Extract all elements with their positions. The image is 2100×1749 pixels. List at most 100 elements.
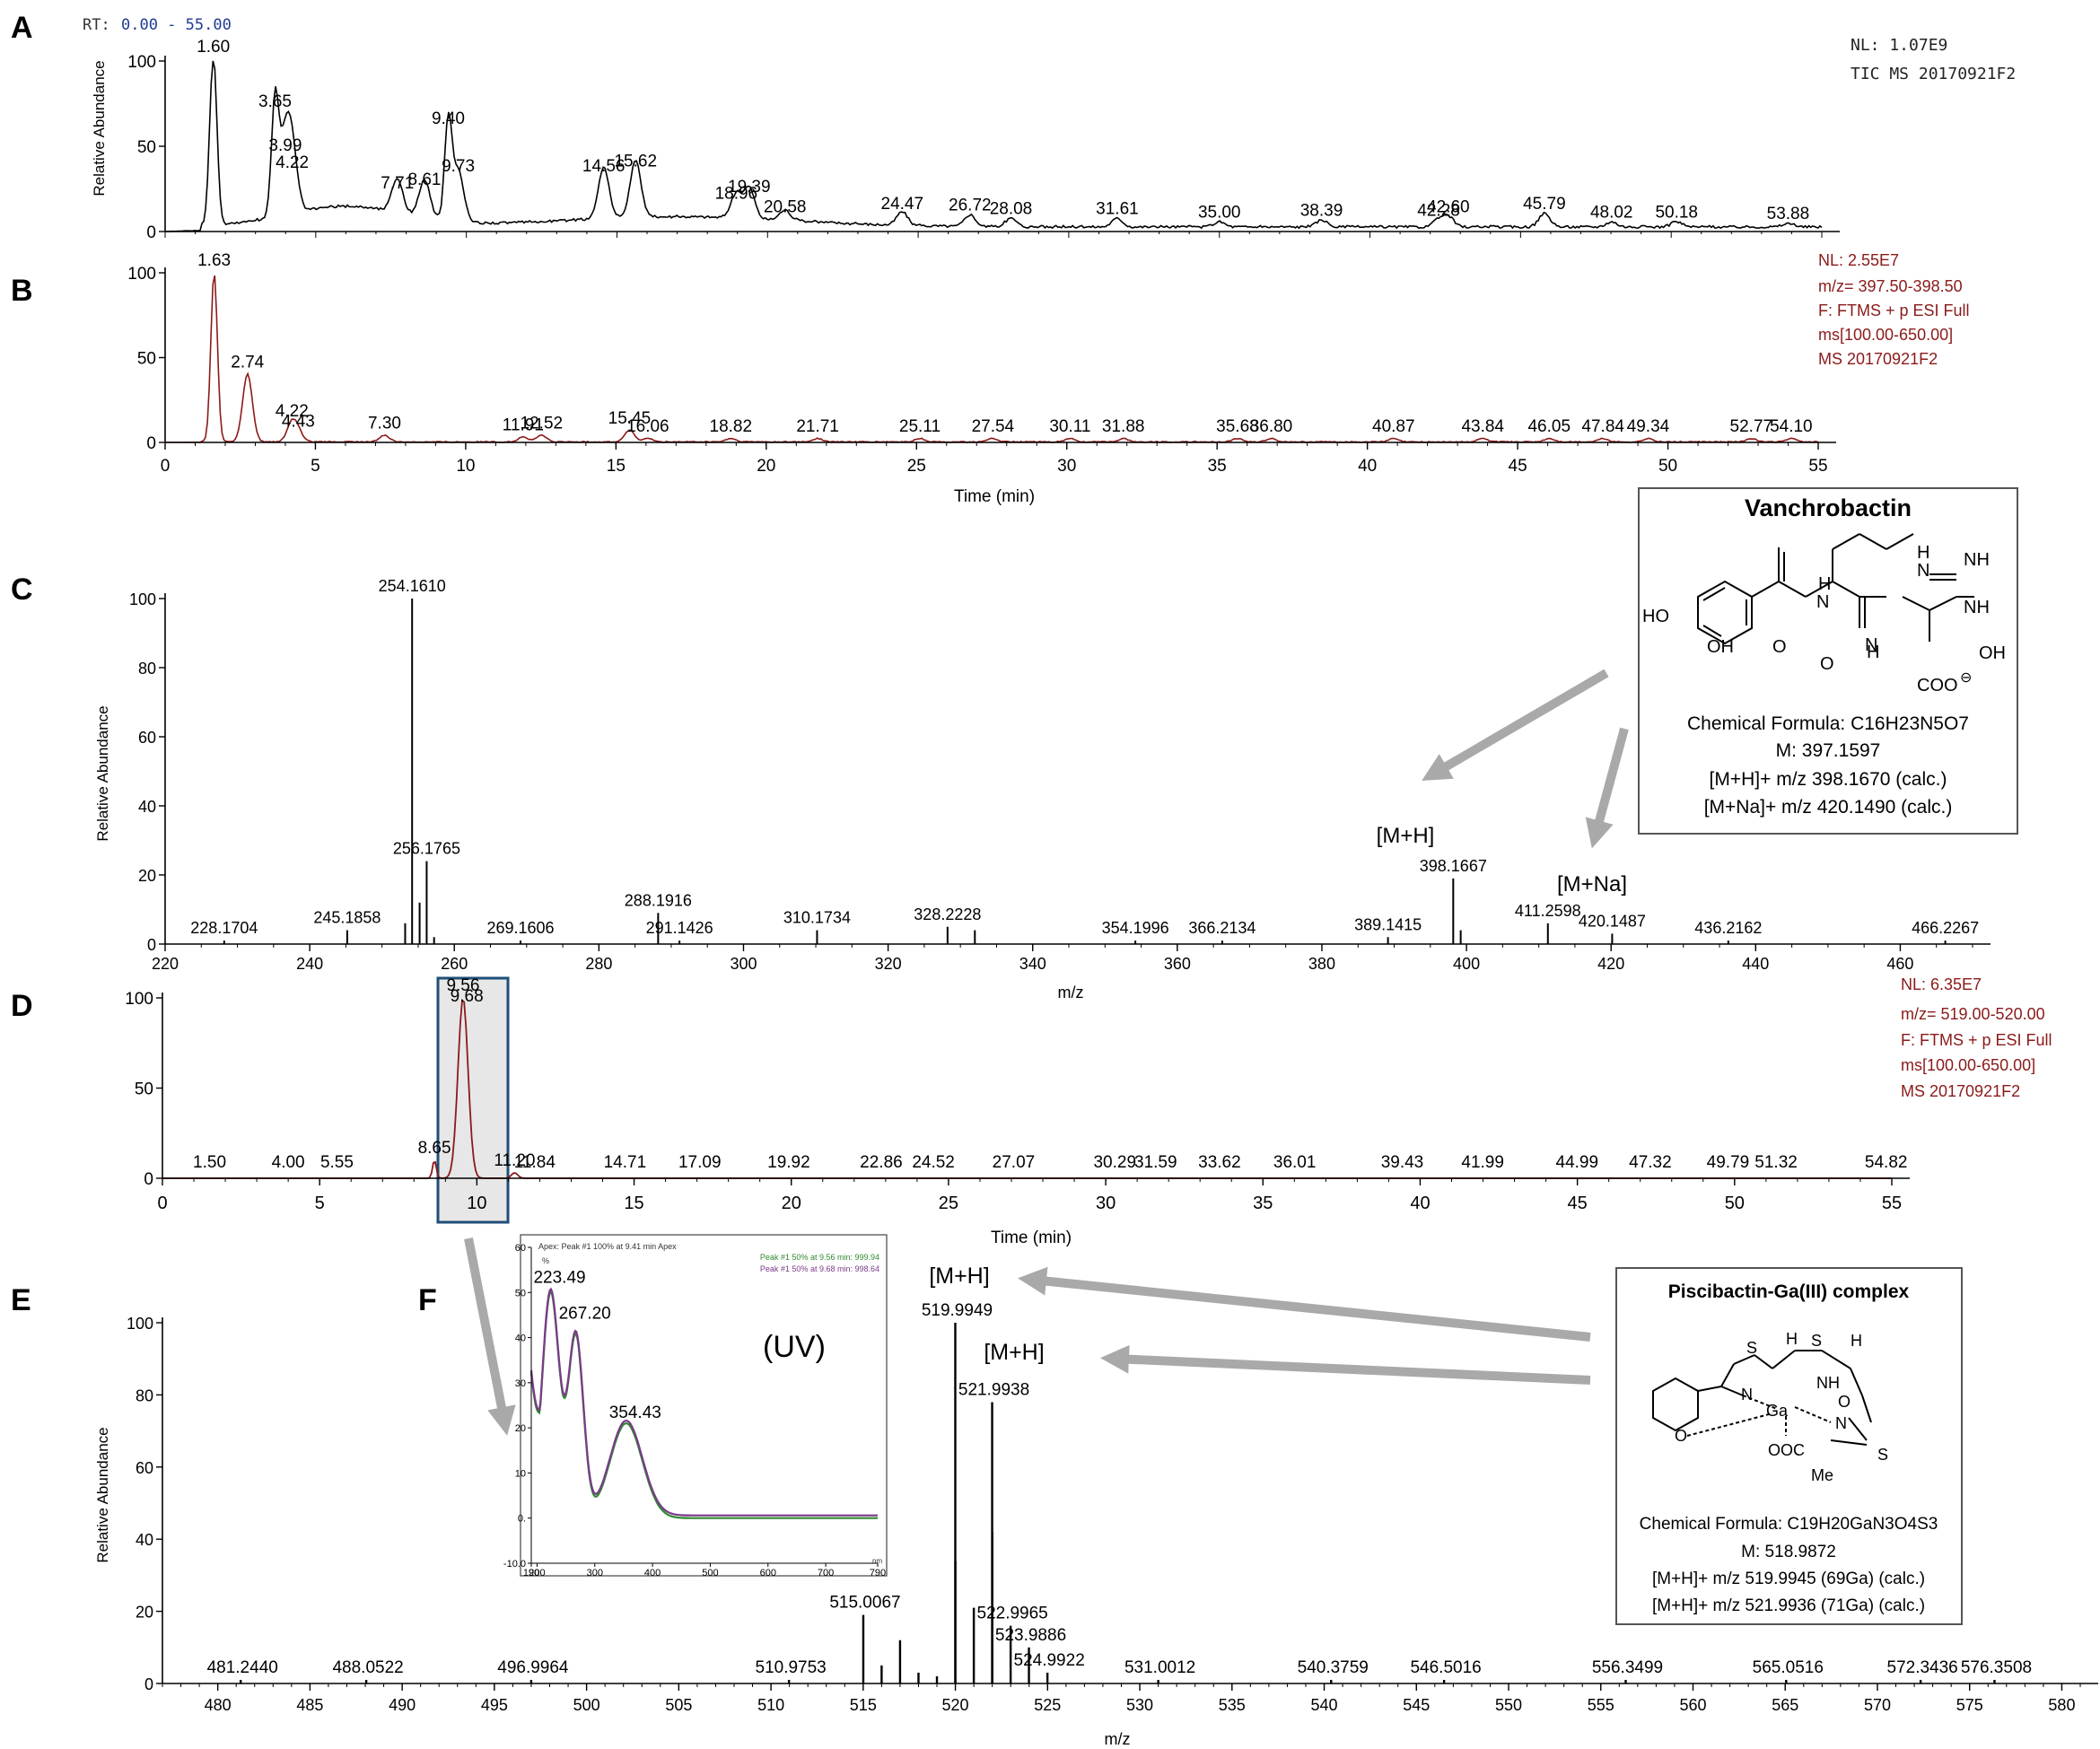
peak-label: 50.18: [1655, 203, 1698, 222]
x-tick-label: 45: [1509, 457, 1527, 476]
mh-annotation-c: [M+H]: [1377, 824, 1435, 848]
uv-y-tick-label: -10.0: [503, 1559, 526, 1570]
peak-label: 46.05: [1527, 417, 1571, 436]
x-tick-label: 20: [782, 1194, 801, 1213]
peak-label: 51.32: [1754, 1153, 1798, 1172]
peak-label: 24.52: [912, 1153, 955, 1172]
peak-label: 22.86: [860, 1153, 903, 1172]
vanchrobactin-box: [1638, 487, 2018, 835]
arrow-to-mh-c: [1422, 669, 1609, 782]
peak-label: 18.96: [715, 184, 758, 203]
atom-label: O: [1838, 1393, 1851, 1411]
x-tick-label: 0: [161, 457, 171, 476]
mna-annotation-c: [M+Na]: [1557, 872, 1627, 896]
vanchrobactin-formula: Chemical Formula: C16H23N5O7: [1687, 713, 1969, 734]
panel-letter-b: B: [11, 274, 33, 308]
x-tick-label: 320: [875, 955, 902, 973]
x-tick-label: 5: [315, 1194, 325, 1213]
uv-legend-2: Peak #1 50% at 9.68 min: 998.64: [760, 1264, 879, 1273]
atom-label: N: [1835, 1414, 1847, 1432]
peak-label: 28.08: [990, 200, 1033, 219]
peak-label: 522.9965: [977, 1605, 1048, 1623]
piscibactin-formula: Chemical Formula: C19H20GaN3O4S3: [1640, 1515, 1938, 1534]
x-tick-label: 440: [1742, 955, 1769, 973]
peak-label: 9.68: [451, 987, 484, 1006]
peak-label: 36.80: [1250, 417, 1293, 436]
x-tick-label: 495: [481, 1696, 508, 1714]
peak-label: 30.29: [1093, 1153, 1136, 1172]
panel-d-info-line: NL: 6.35E7: [1901, 975, 1982, 993]
atom-label: O: [1772, 637, 1787, 657]
panel-letter-a: A: [11, 11, 33, 45]
peak-label: 43.84: [1461, 417, 1504, 436]
peak-label: 44.99: [1556, 1153, 1599, 1172]
x-tick-label: 10: [467, 1194, 486, 1213]
rt-label: RT:: [83, 16, 110, 34]
x-tick-label: 530: [1126, 1696, 1153, 1714]
y-tick-label: 50: [137, 138, 156, 157]
x-tick-label: 575: [1956, 1696, 1983, 1714]
x-tick-label: 40: [1410, 1194, 1430, 1213]
x-tick-label: 340: [1019, 955, 1046, 973]
peak-label: 3.99: [268, 136, 302, 155]
peak-label: 36.01: [1273, 1153, 1317, 1172]
uv-x-tick-label: 190: [523, 1568, 539, 1578]
uv-peak-label: 223.49: [533, 1268, 585, 1287]
y-tick-label: 40: [138, 798, 156, 816]
peak-label: 12.52: [521, 414, 564, 433]
uv-peak-label: 267.20: [559, 1304, 611, 1323]
peak-label: 245.1858: [313, 909, 381, 927]
peak-label: 42.28: [1417, 201, 1460, 220]
peak-label: 27.54: [972, 417, 1015, 436]
x-tick-label: 30: [1057, 457, 1076, 476]
atom-label: Ga: [1766, 1402, 1789, 1420]
peak-label: 8.65: [418, 1139, 451, 1158]
x-tick-label: 0: [157, 1194, 167, 1213]
uv-y-tick-label: 60: [515, 1243, 526, 1254]
x-tick-label: 500: [573, 1696, 600, 1714]
x-tick-label: 300: [730, 955, 757, 973]
peak-label: 48.02: [1590, 203, 1633, 222]
peak-label: 521.9938: [958, 1380, 1029, 1399]
panel-b-info-line: m/z= 397.50-398.50: [1818, 277, 1963, 295]
mh-annotation-e1: [M+H]: [929, 1264, 989, 1289]
x-tick-label: 515: [850, 1696, 877, 1714]
x-tick-label: 360: [1164, 955, 1191, 973]
panel-b-info-line: MS 20170921F2: [1818, 350, 1938, 368]
formula-label: Chemical Formula:: [1687, 713, 1851, 734]
peak-label: 288.1916: [625, 891, 692, 909]
peak-label: 411.2598: [1515, 902, 1581, 920]
x-tick-label: 20: [757, 457, 775, 476]
peak-label: 45.79: [1523, 195, 1566, 214]
x-tick-label: 260: [441, 955, 468, 973]
x-tick-label: 15: [607, 457, 626, 476]
x-tick-label: 50: [1725, 1194, 1745, 1213]
panel-letter-d: D: [11, 989, 33, 1023]
x-tick-label: 45: [1568, 1194, 1588, 1213]
peak-label: 4.22: [276, 153, 309, 172]
peak-label: 310.1734: [783, 909, 851, 927]
peak-label: 24.47: [881, 195, 924, 214]
peak-label: 1.50: [193, 1153, 226, 1172]
uv-y-tick-label: 50: [515, 1288, 526, 1299]
atom-label: NH: [1964, 550, 1990, 570]
chart-traces: [162, 60, 1996, 1683]
atom-label: N: [1741, 1386, 1753, 1404]
peak-label: 4.22: [276, 402, 309, 421]
uv-peak-label: 354.43: [609, 1404, 661, 1422]
panel-d-info: NL: 6.35E7 m/z= 519.00-520.00 F: FTMS + …: [1901, 975, 2052, 1100]
atom-label: OH: [1707, 637, 1734, 657]
arrow-to-mh-e1: [1018, 1266, 1591, 1342]
panel-b-info-line: F: FTMS + p ESI Full: [1818, 302, 1970, 319]
vanchrobactin-atoms: HO OH O H N H N NH NH O H N OH COO ⊖: [1642, 543, 2006, 695]
x-tick-label: 490: [389, 1696, 416, 1714]
peak-label: 42.60: [1427, 198, 1470, 217]
peak-label: 328.2228: [914, 905, 981, 923]
peak-label: 21.71: [796, 417, 839, 436]
peak-label: 496.9964: [497, 1658, 569, 1677]
peak-label: 11.20: [494, 1151, 535, 1170]
piscibactin-atoms: S H S H N NH O Ga N O OOC S Me: [1675, 1330, 1888, 1484]
peak-label: 556.3499: [1592, 1658, 1663, 1677]
x-tick-label: 420: [1597, 955, 1624, 973]
